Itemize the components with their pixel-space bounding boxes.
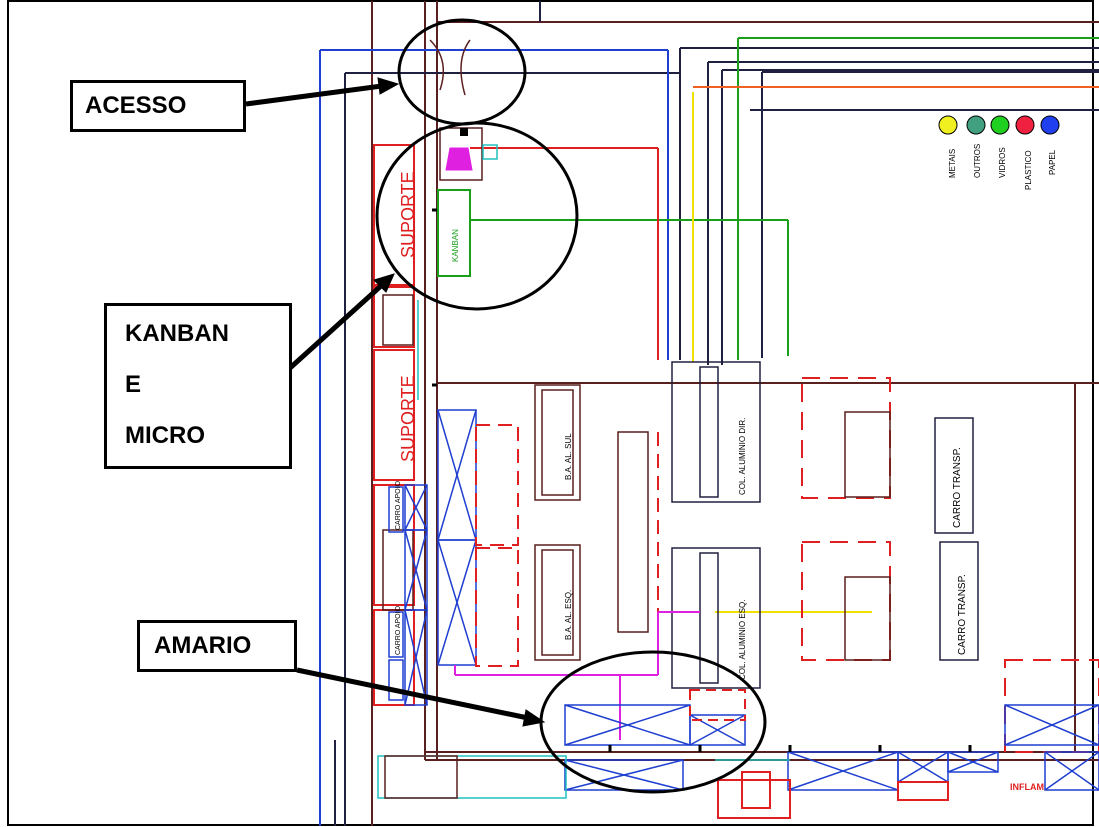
micro-icon [445, 147, 473, 171]
carro-apoio-1-label: CARRO APOIO [395, 480, 402, 530]
bin-label-plastico: PLASTICO [1024, 150, 1033, 190]
amario-callout: AMARIO [137, 620, 297, 672]
bin-label-metais: METAIS [948, 149, 957, 178]
blue-conduit [319, 49, 669, 826]
bottom-cyan-zone [377, 755, 567, 799]
bench-left-top-label: B.A. AL. SUL [564, 433, 573, 480]
benches-left [534, 384, 649, 661]
bottom-racks [564, 704, 1099, 791]
racks-left [404, 409, 477, 706]
workstation-blocks [844, 411, 891, 661]
wall-ticks [432, 208, 972, 752]
door-swing [429, 39, 471, 96]
bin-label-outros: OUTROS [973, 144, 982, 178]
bin-label-vidros: VIDROS [998, 147, 1007, 178]
kanban-ellipse [375, 121, 579, 311]
bottom-left-box [384, 755, 458, 799]
bin-metais-icon [938, 115, 958, 135]
bench-right-top-label: COL. ALUMINIO DIR. [738, 418, 747, 495]
kanban-callout-line-3: MICRO [125, 422, 205, 449]
bin-outros-icon [966, 115, 986, 135]
red-area-lines [470, 147, 659, 360]
kanban-micro-callout: KANBAN E MICRO [104, 303, 292, 469]
suporte-top-label: SUPORTE [398, 171, 418, 258]
callout-arrows [245, 77, 546, 727]
left-column-inner [382, 294, 414, 611]
carro-transp-2-label: CARRO TRANSP. [957, 574, 968, 655]
magenta-conduit [454, 611, 700, 740]
dashed-workstations [801, 377, 1099, 753]
carro-apoio-boxes [388, 486, 404, 701]
bench-right-bottom-label: COL. ALUMINIO ESQ. [738, 600, 747, 680]
building-walls [371, 1, 1099, 826]
bottom-red-zones [689, 689, 949, 819]
callout-ellipses [375, 18, 767, 794]
bin-papel-icon [1040, 115, 1060, 135]
kanban-box [437, 189, 471, 277]
suporte-bottom-label: SUPORTE [398, 375, 418, 462]
drawing-frame [7, 0, 1094, 826]
recycling-bins [938, 115, 1060, 135]
carro-apoio-2-label: CARRO APOIO [395, 605, 402, 655]
bench-left-bottom-label: B.A. AL. ESQ. [564, 590, 573, 640]
carro-transp-1-label: CARRO TRANSP. [952, 447, 963, 528]
micro-cyan [482, 144, 498, 160]
green-conduit [470, 37, 1099, 360]
yellow-conduit [692, 92, 872, 613]
kanban-callout-line-2: E [125, 371, 142, 398]
rack-dashed-zones [475, 424, 519, 667]
carro-transp-boxes [934, 417, 979, 661]
micro-small-black [460, 128, 468, 136]
top-conduits [334, 1, 1099, 826]
bin-vidros-icon [990, 115, 1010, 135]
acesso-callout: ACESSO [70, 80, 246, 132]
benches-right [671, 361, 761, 689]
bin-plastico-icon [1015, 115, 1035, 135]
inflam-label: INFLAM [1010, 782, 1044, 792]
suporte-column [373, 144, 415, 706]
bin-label-papel: PAPEL [1048, 149, 1057, 175]
kanban-box-label: KANBAN [451, 229, 460, 262]
kanban-callout-line-1: KANBAN [125, 320, 229, 347]
